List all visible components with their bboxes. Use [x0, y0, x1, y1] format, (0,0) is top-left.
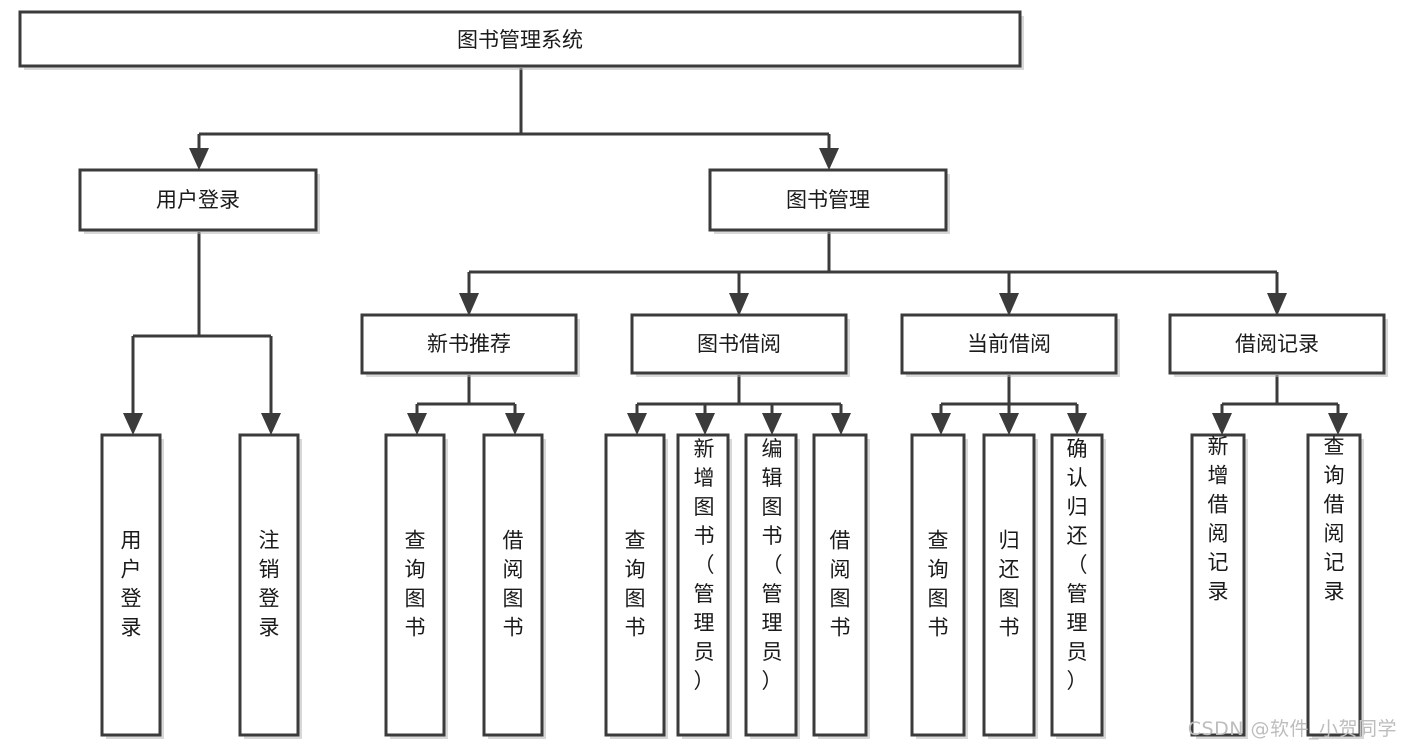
- leaf-add-book-box: [676, 433, 730, 737]
- arrow-leaf-return-book: [999, 413, 1019, 435]
- node-leaf-user-login[interactable]: 用户登录: [100, 433, 164, 739]
- book-manage-label: 图书管理: [786, 188, 870, 212]
- arrow-borrow-record: [1267, 293, 1287, 316]
- leaf-query-book-2-label: 查询图书: [625, 529, 646, 640]
- arrow-new-book-recommend: [459, 293, 479, 316]
- arrow-leaf-add-book: [695, 413, 715, 435]
- arrow-book-borrow: [729, 293, 749, 316]
- node-user-login[interactable]: 用户登录: [78, 168, 320, 234]
- arrow-book-manage: [819, 148, 839, 170]
- arrow-leaf-confirm-return: [1067, 413, 1087, 435]
- arrow-leaf-query-book-3: [931, 413, 951, 435]
- leaf-query-record-box: [1306, 433, 1362, 737]
- node-root[interactable]: 图书管理系统: [18, 10, 1024, 70]
- leaf-add-record-box: [1190, 433, 1246, 737]
- node-book-manage[interactable]: 图书管理: [708, 168, 950, 234]
- node-leaf-edit-book[interactable]: 编辑图书（管理员）: [744, 433, 800, 739]
- leaf-borrow-book-1-label: 借阅图书: [503, 529, 524, 640]
- edge-layer: [123, 68, 1348, 435]
- leaf-return-book-label: 归还图书: [999, 529, 1020, 640]
- arrow-user-login: [189, 148, 209, 170]
- node-leaf-return-book[interactable]: 归还图书: [982, 433, 1038, 739]
- leaf-query-book-2-box: [604, 433, 666, 737]
- node-leaf-borrow-book-2[interactable]: 借阅图书: [812, 433, 870, 739]
- node-borrow-record[interactable]: 借阅记录: [1168, 313, 1388, 377]
- arrow-leaf-borrow-book-1: [505, 413, 525, 435]
- leaf-borrow-book-1-box: [482, 433, 544, 737]
- current-borrow-label: 当前借阅: [967, 332, 1051, 356]
- leaf-confirm-return-box: [1050, 433, 1104, 737]
- arrow-current-borrow: [999, 293, 1019, 316]
- leaf-borrow-book-2-box: [812, 433, 868, 737]
- book-borrow-box: [630, 313, 848, 375]
- book-borrow-label: 图书借阅: [697, 332, 781, 356]
- leaf-return-book-box: [982, 433, 1036, 737]
- leaf-query-book-3-box: [910, 433, 966, 737]
- node-leaf-borrow-book-1[interactable]: 借阅图书: [482, 433, 546, 739]
- arrow-leaf-add-record: [1212, 413, 1232, 435]
- leaf-query-book-1-box: [384, 433, 446, 737]
- leaf-add-book-label: 新增图书（管理员）: [694, 437, 715, 693]
- user-login-label: 用户登录: [156, 188, 240, 212]
- new-book-recommend-box: [360, 313, 578, 375]
- book-manage-box: [708, 168, 948, 232]
- node-leaf-user-logout[interactable]: 注销登录: [238, 433, 302, 739]
- leaf-user-login-box: [100, 433, 162, 737]
- node-leaf-query-book-1[interactable]: 查询图书: [384, 433, 448, 739]
- arrow-leaf-borrow-book-2: [831, 413, 851, 435]
- leaf-user-login-label: 用户登录: [121, 529, 142, 640]
- node-leaf-query-record[interactable]: 查询借阅记录: [1306, 433, 1364, 740]
- node-leaf-query-book-2[interactable]: 查询图书: [604, 433, 668, 739]
- arrow-leaf-user-logout: [261, 413, 281, 435]
- leaf-borrow-book-2-label: 借阅图书: [830, 529, 851, 640]
- leaf-user-logout-box: [238, 433, 300, 737]
- arrow-leaf-user-login: [123, 413, 143, 435]
- root-label: 图书管理系统: [457, 28, 583, 52]
- root-box: [18, 10, 1022, 68]
- leaf-query-book-1-label: 查询图书: [405, 529, 426, 640]
- node-new-book-recommend[interactable]: 新书推荐: [360, 313, 580, 377]
- arrow-leaf-query-book-2: [627, 413, 647, 435]
- node-leaf-add-record[interactable]: 新增借阅记录: [1190, 433, 1248, 740]
- arrow-leaf-edit-book: [762, 413, 782, 435]
- arrow-leaf-query-record: [1328, 413, 1348, 435]
- user-login-box: [78, 168, 318, 232]
- node-leaf-query-book-3[interactable]: 查询图书: [910, 433, 968, 739]
- node-current-borrow[interactable]: 当前借阅: [900, 313, 1120, 377]
- node-leaf-add-book[interactable]: 新增图书（管理员）: [676, 433, 732, 739]
- leaf-confirm-return-label: 确认归还（管理员）: [1067, 437, 1088, 693]
- leaf-add-record-label: 新增借阅记录: [1208, 435, 1229, 604]
- node-book-borrow[interactable]: 图书借阅: [630, 313, 850, 377]
- current-borrow-box: [900, 313, 1118, 375]
- arrow-leaf-query-book-1: [407, 413, 427, 435]
- borrow-record-box: [1168, 313, 1386, 375]
- borrow-record-label: 借阅记录: [1235, 332, 1319, 356]
- leaf-edit-book-box: [744, 433, 798, 737]
- new-book-recommend-label: 新书推荐: [427, 332, 511, 356]
- leaf-edit-book-label: 编辑图书（管理员）: [762, 437, 783, 693]
- leaf-query-book-3-label: 查询图书: [928, 529, 949, 640]
- leaf-query-record-label: 查询借阅记录: [1324, 435, 1345, 604]
- leaf-user-logout-label: 注销登录: [259, 529, 280, 640]
- node-leaf-confirm-return[interactable]: 确认归还（管理员）: [1050, 433, 1106, 739]
